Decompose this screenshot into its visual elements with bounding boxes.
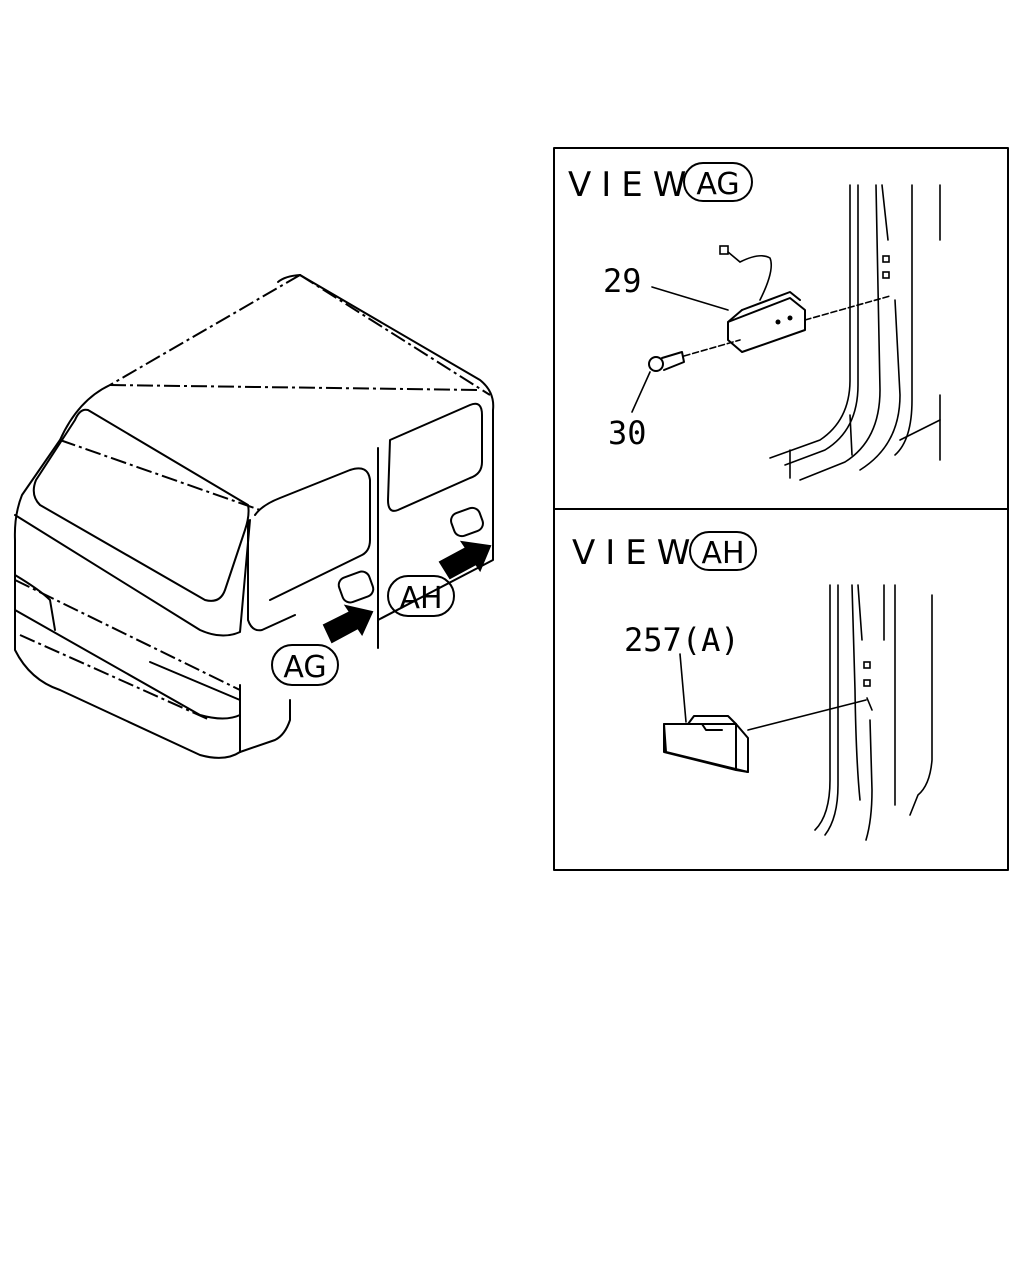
leader-257a [679,653,687,723]
view-ag-panel: VIEW AG [553,147,1009,510]
view-ag-code-badge: AG [683,162,753,202]
svg-text:AH: AH [399,581,442,616]
part-number-29: 29 [603,262,642,300]
truck-cab-illustration: AG AH [13,274,495,759]
leader-30 [631,371,651,413]
part-29-lamp [719,245,891,353]
arrow-to-ag-icon [322,604,374,644]
part-number-30: 30 [608,414,647,452]
arrow-to-ah-icon [438,540,492,580]
view-ah-door-frame [814,584,933,841]
view-ah-code-badge: AH [689,531,757,571]
view-ag-door-frame [769,184,941,481]
svg-text:AH: AH [701,536,744,571]
callout-ag: AG [271,644,339,686]
svg-text:AG: AG [283,650,326,685]
view-ag-label: VIEW [568,165,696,205]
leader-29 [651,286,729,311]
svg-text:AG: AG [696,167,739,202]
view-ah-label: VIEW [572,533,700,573]
part-number-257a: 257(A) [624,621,740,659]
part-257a-lamp [663,699,867,773]
view-ah-panel: VIEW AH 257(A) [553,508,1009,871]
callout-ah: AH [387,575,455,617]
part-30-screw [648,339,741,372]
